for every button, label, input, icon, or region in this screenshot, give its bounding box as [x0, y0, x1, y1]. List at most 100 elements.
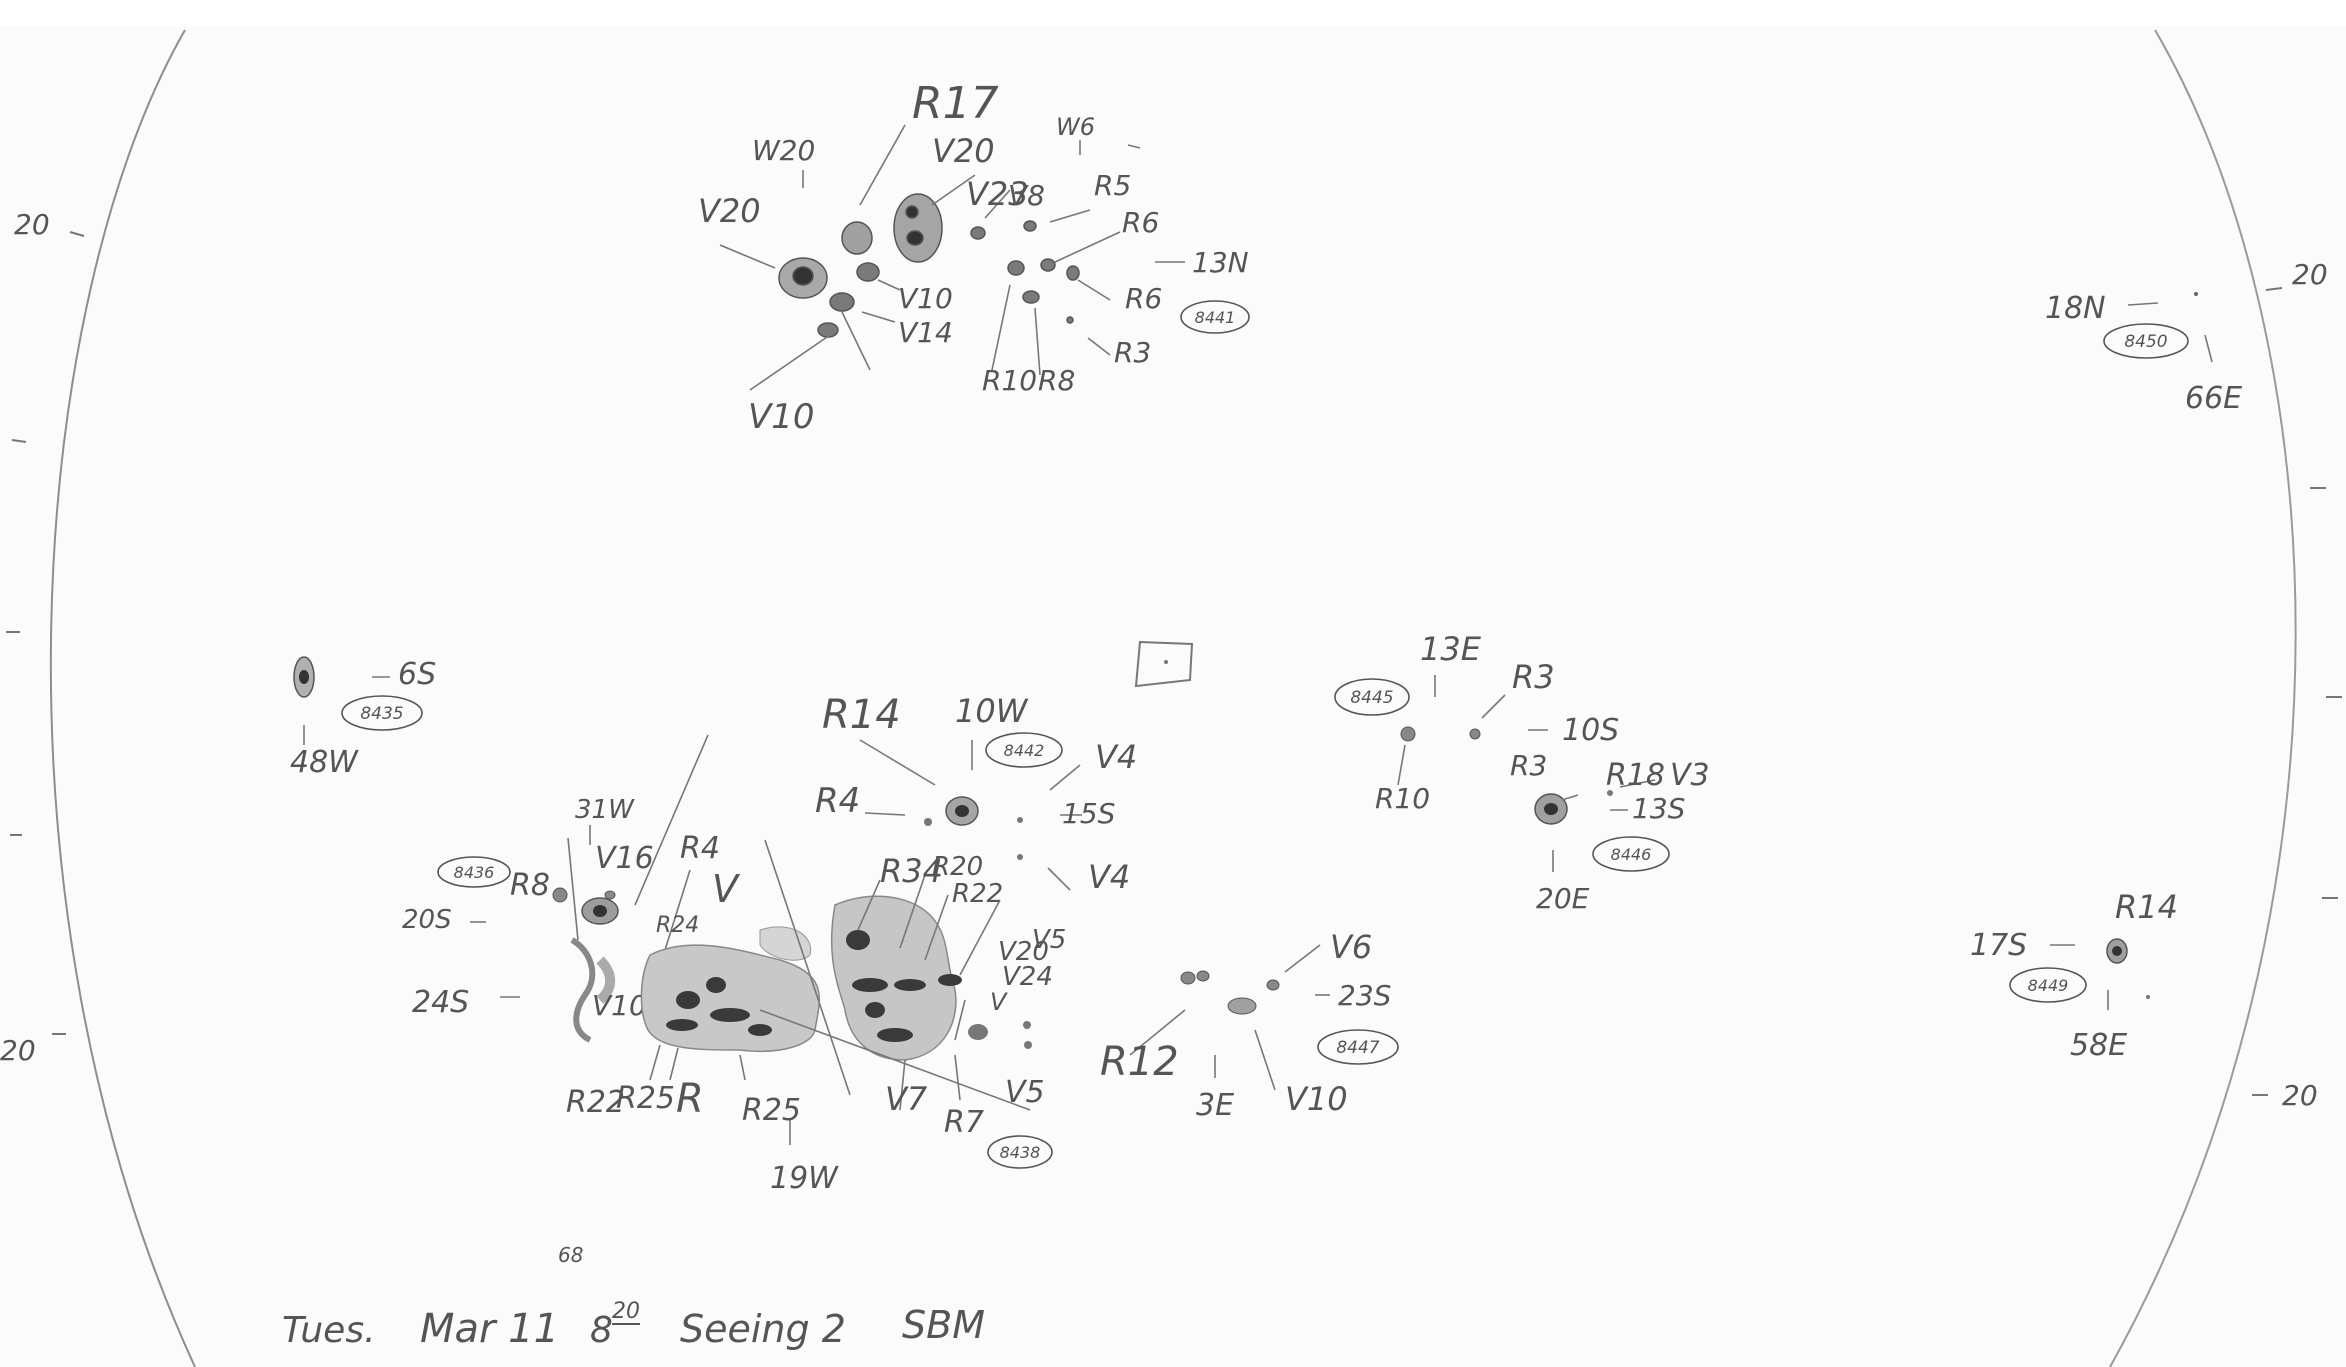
- sunspot-umbra: [846, 930, 870, 950]
- spot-label: R8: [510, 868, 550, 903]
- region-number: 8441: [1195, 308, 1236, 327]
- sunspot: [1266, 979, 1280, 991]
- sunspot: [1196, 970, 1210, 982]
- sunspot: [968, 1024, 988, 1040]
- sunspot-umbra: [706, 977, 726, 993]
- sunspot-umbra: [2112, 946, 2122, 956]
- spot-label: 19W: [770, 1161, 839, 1196]
- region-number-oval: [987, 1135, 1053, 1169]
- spot-label: V: [712, 867, 741, 911]
- spot-label: W6: [1056, 113, 1095, 141]
- sunspot-umbra: [938, 974, 962, 986]
- spot-label: R10: [982, 364, 1037, 397]
- scale-label-left-bottom: 20: [0, 1034, 36, 1067]
- spot-label: V20: [698, 192, 761, 230]
- spot-label: R25: [742, 1093, 801, 1128]
- sunspot: [841, 221, 873, 255]
- spot-label: R3: [1114, 336, 1151, 369]
- spot-label: V: [990, 988, 1008, 1016]
- spot-label: R10: [1375, 782, 1430, 815]
- region-number-oval: [2009, 967, 2087, 1003]
- spot-label: V10: [592, 989, 647, 1022]
- sunspot: [924, 818, 932, 826]
- penumbra: [759, 926, 812, 961]
- sunspot-umbra: [955, 805, 969, 817]
- sunspot: [1023, 1021, 1031, 1029]
- sunspot-umbra: [593, 905, 607, 917]
- sunspot-umbra: [1544, 803, 1558, 815]
- sunspot-umbra: [894, 979, 926, 991]
- sunspot: [604, 890, 616, 900]
- sunspot-umbra: [710, 1008, 750, 1022]
- region-number: 8442: [1004, 741, 1045, 760]
- spot-label: R14: [2115, 888, 2178, 926]
- spot-label: V20: [932, 132, 995, 170]
- region-8447: V6 23S R12 3E V10 8447: [1100, 928, 1399, 1123]
- spot-label: R7: [944, 1105, 984, 1140]
- penumbral-filament: [596, 956, 616, 1004]
- spot-label: R6: [1125, 282, 1162, 315]
- sunspot-umbra: [299, 670, 309, 684]
- sunspot: [1227, 997, 1257, 1015]
- spot-label: 48W: [290, 745, 359, 780]
- spot-label: R22: [566, 1085, 625, 1120]
- sunspot: [1066, 316, 1074, 324]
- region-8450: 18N 66E 8450: [2045, 291, 2242, 416]
- spot-label: R18: [1606, 758, 1665, 793]
- region-number-oval: [1334, 678, 1410, 716]
- observation-time-minutes: 20: [612, 1299, 640, 1324]
- solar-limb-right: [2109, 29, 2297, 1367]
- spot-label: 10W: [955, 692, 1029, 730]
- sunspot-umbra: [666, 1019, 698, 1031]
- observation-note: Tues. Mar 11 68 8 20 Seeing 2 SBM: [282, 1243, 985, 1352]
- spot-label: R6: [1122, 206, 1159, 239]
- spot-label: 6S: [398, 657, 436, 692]
- sunspot: [1022, 290, 1040, 304]
- sunspot: [1469, 728, 1481, 740]
- spot-label: V14: [898, 316, 953, 349]
- region-number: 8435: [360, 704, 403, 724]
- spot-label: 13N: [1192, 246, 1249, 279]
- sunspot-umbra: [905, 205, 919, 219]
- sunspot: [1017, 817, 1023, 823]
- sunspot: [552, 887, 568, 903]
- spot-label: R3: [1512, 658, 1555, 696]
- region-number-oval: [437, 856, 511, 888]
- sunspot: [1040, 258, 1056, 272]
- spot-label: R: [676, 1076, 704, 1122]
- spot-label: R8: [1038, 364, 1075, 397]
- spot-label: R34: [880, 852, 943, 890]
- region-number: 8449: [2028, 976, 2069, 995]
- sunspot: [1007, 260, 1025, 276]
- sunspot-umbra: [906, 230, 924, 246]
- sunspot: [856, 262, 880, 282]
- spot-label: R22: [952, 879, 1003, 909]
- spot-label: V10: [1285, 1080, 1348, 1118]
- spot-label: W20: [752, 134, 815, 167]
- spot-label: 58E: [2070, 1028, 2127, 1063]
- region-number-oval: [1180, 300, 1250, 334]
- region-number-oval: [341, 695, 423, 731]
- sunspot: [1023, 220, 1037, 232]
- spot-label: R4: [680, 831, 720, 866]
- region-number: 8450: [2124, 332, 2167, 352]
- spot-label: V3: [1670, 758, 1710, 793]
- spot-label: 20S: [402, 905, 452, 935]
- region-number-oval: [985, 732, 1063, 768]
- penumbra: [640, 944, 821, 1053]
- sunspot: [2146, 995, 2150, 999]
- region-number: 8445: [1350, 688, 1393, 708]
- region-8438: 8438: [987, 1135, 1053, 1169]
- spot-label: 3E: [1196, 1088, 1234, 1123]
- spot-label: V23: [966, 175, 1029, 213]
- spot-label: 13S: [1632, 792, 1685, 825]
- sunspot-umbra: [852, 978, 888, 992]
- top-margin: [0, 0, 2346, 26]
- sketch-box: [1134, 640, 1194, 688]
- spot-label: 20E: [1536, 882, 1590, 915]
- sunspot: [1024, 1041, 1032, 1049]
- sketch-box-dot: [1164, 660, 1168, 664]
- region-number: 8447: [1336, 1038, 1379, 1058]
